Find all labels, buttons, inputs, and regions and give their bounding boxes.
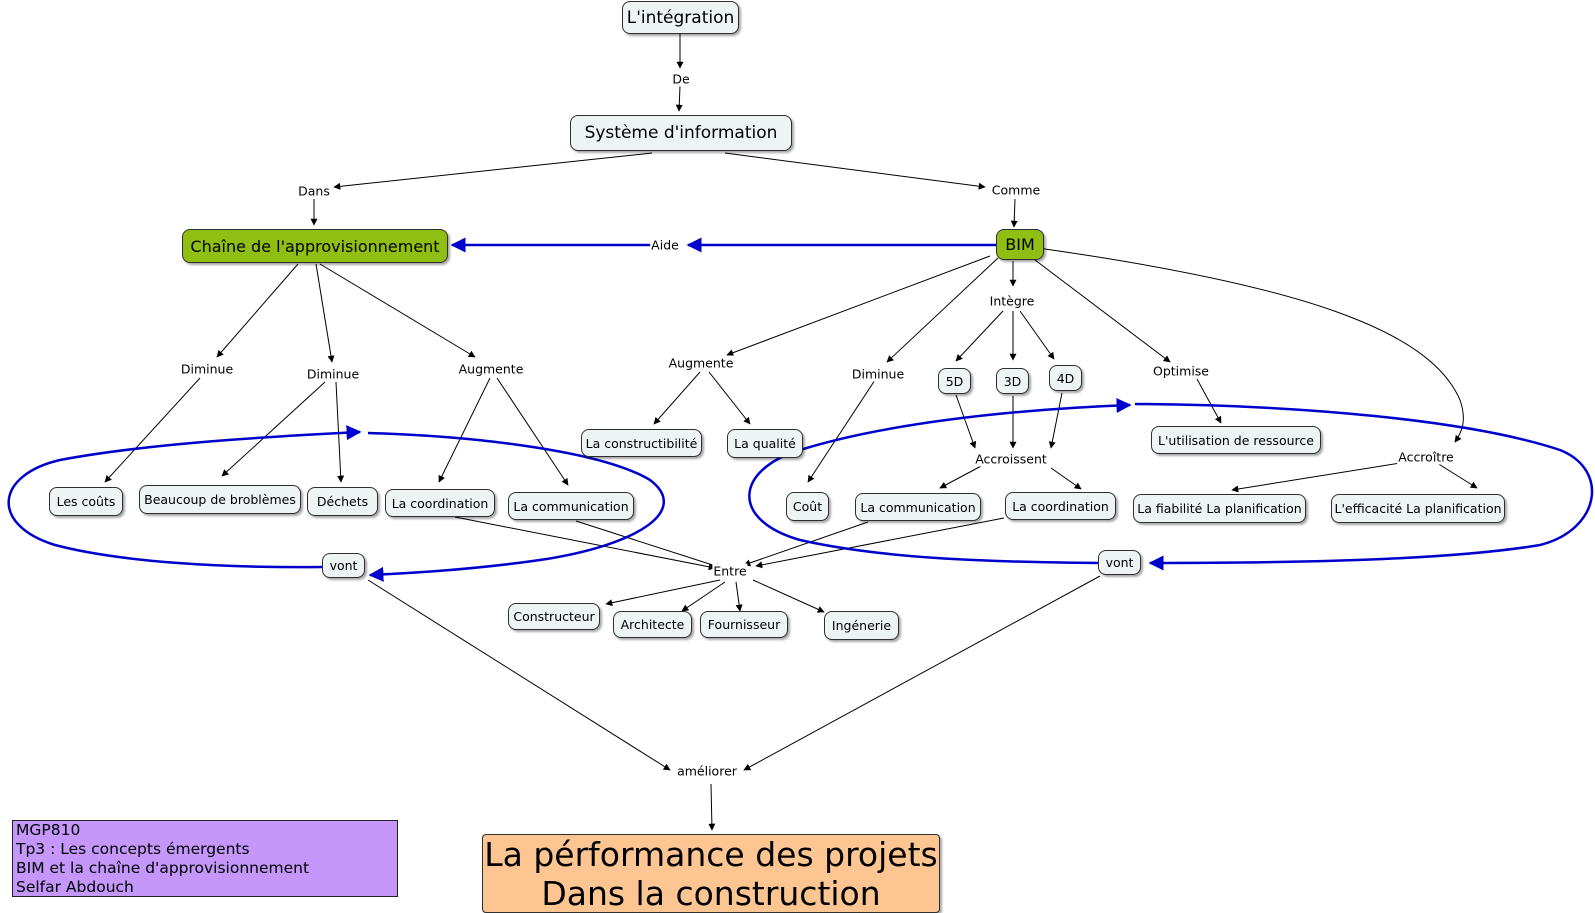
concept-efficacite-planification[interactable]: L'efficacité La planification bbox=[1331, 494, 1505, 523]
arrow-bim-optimise bbox=[1034, 259, 1171, 363]
concept-3d[interactable]: 3D bbox=[996, 368, 1029, 394]
arrow-communication2-entre bbox=[743, 521, 869, 567]
performance-line-2: Dans la construction bbox=[541, 873, 881, 913]
concept-qualite[interactable]: La qualité bbox=[727, 429, 803, 458]
arrow-coordination1-entre bbox=[454, 516, 716, 571]
arrow-entre-fournisseur bbox=[735, 581, 743, 612]
arrow-accroissent-communication2 bbox=[939, 463, 986, 489]
arrow-diminue1-couts bbox=[104, 377, 201, 483]
link-diminue-1: Diminue bbox=[179, 361, 235, 377]
link-accroissent: Accroissent bbox=[974, 451, 1048, 467]
arrow-augmente2-constructibilite bbox=[653, 371, 701, 425]
concept-coordination-2[interactable]: La coordination bbox=[1005, 492, 1116, 520]
arrow-comme-bim bbox=[1010, 198, 1018, 228]
arrow-chaine-augmente1 bbox=[319, 263, 476, 358]
performance-line-1: La pérformance des projets bbox=[484, 834, 938, 874]
link-augmente-1: Augmente bbox=[457, 361, 525, 377]
blue-loop-left-to-vont bbox=[367, 431, 665, 582]
link-diminue-3: Diminue bbox=[850, 366, 906, 382]
link-ameliorer: améliorer bbox=[676, 763, 738, 779]
concept-fournisseur[interactable]: Fournisseur bbox=[700, 611, 788, 638]
arrow-accroitre-fiabilite bbox=[1231, 462, 1401, 493]
link-entre: Entre bbox=[712, 563, 748, 579]
link-comme: Comme bbox=[990, 182, 1042, 198]
arrow-coordination2-entre bbox=[755, 517, 1005, 569]
arrow-entre-constructeur bbox=[605, 579, 721, 607]
concept-5d[interactable]: 5D bbox=[938, 368, 971, 394]
info-line-1: MGP810 bbox=[16, 821, 81, 839]
blue-loop-vont-to-left bbox=[7, 425, 362, 569]
concept-utilisation-ressource[interactable]: L'utilisation de ressource bbox=[1151, 426, 1321, 454]
concept-ingenerie[interactable]: Ingénerie bbox=[824, 611, 899, 640]
arrow-bim-diminue3 bbox=[886, 257, 999, 363]
arrow-5d-accroissent bbox=[955, 394, 977, 449]
link-de: De bbox=[671, 71, 691, 87]
concept-systeme-information[interactable]: Système d'information bbox=[570, 115, 792, 151]
concept-4d[interactable]: 4D bbox=[1049, 365, 1082, 391]
concept-bim[interactable]: BIM bbox=[996, 229, 1044, 260]
concept-communication-2[interactable]: La communication bbox=[855, 493, 981, 521]
arrow-augmente1-communication bbox=[496, 377, 569, 486]
arrow-diminue2-problemes bbox=[221, 381, 326, 477]
concept-communication-1[interactable]: La communication bbox=[508, 492, 634, 520]
concept-coordination-1[interactable]: La coordination bbox=[385, 489, 495, 517]
info-line-2: Tp3 : Les concepts émergents bbox=[16, 840, 250, 858]
arrow-bim-augmente2 bbox=[726, 255, 991, 357]
arrow-4d-accroissent bbox=[1048, 392, 1063, 449]
course-info-box: MGP810 Tp3 : Les concepts émergents BIM … bbox=[12, 820, 398, 897]
arrow-systeme-dans bbox=[333, 152, 653, 190]
arrow-augmente1-coordination bbox=[438, 377, 491, 483]
arrow-systeme-comme bbox=[724, 152, 986, 190]
concept-dechets[interactable]: Déchets bbox=[307, 487, 378, 516]
concept-fiabilite-planification[interactable]: La fiabilité La planification bbox=[1133, 494, 1306, 523]
arrow-ameliorer-performance bbox=[708, 783, 716, 831]
arrow-chaine-diminue2 bbox=[315, 263, 335, 363]
concept-chaine-approvisionnement[interactable]: Chaîne de l'approvisionnement bbox=[182, 229, 448, 263]
arrow-entre-architecte bbox=[681, 581, 726, 612]
link-diminue-2: Diminue bbox=[305, 366, 361, 382]
arrow-chaine-diminue1 bbox=[216, 263, 299, 358]
concept-cout[interactable]: Coût bbox=[786, 492, 829, 521]
arrow-communication1-entre bbox=[575, 520, 723, 570]
info-line-3: BIM et la chaîne d'approvisionnement bbox=[16, 859, 310, 877]
link-integre: Intègre bbox=[988, 293, 1036, 309]
concept-constructeur[interactable]: Constructeur bbox=[508, 603, 600, 630]
info-line-4: Selfar Abdouch bbox=[16, 878, 134, 896]
blue-loop-vont-to-right bbox=[748, 398, 1132, 565]
arrow-augmente2-qualite bbox=[708, 371, 751, 425]
arrow-de-systeme bbox=[675, 85, 683, 112]
link-dans: Dans bbox=[297, 183, 331, 199]
arrow-entre-ingenerie bbox=[752, 579, 825, 613]
concept-vont-left[interactable]: vont bbox=[322, 553, 365, 578]
blue-loop-right-to-vont bbox=[1134, 402, 1594, 571]
concept-vont-right[interactable]: vont bbox=[1098, 550, 1141, 575]
link-aide: Aide bbox=[650, 237, 680, 253]
arrow-vont2-ameliorer bbox=[743, 575, 1101, 771]
concept-performance-projets[interactable]: La pérformance des projets Dans la const… bbox=[482, 834, 940, 913]
concept-beaucoup-problemes[interactable]: Beaucoup de broblèmes bbox=[139, 485, 301, 514]
concept-les-couts[interactable]: Les coûts bbox=[49, 487, 123, 516]
link-accroitre: Accroître bbox=[1397, 449, 1455, 465]
arrow-accroissent-coordination2 bbox=[1050, 467, 1082, 490]
arrow-vont1-ameliorer bbox=[367, 579, 671, 771]
link-optimise: Optimise bbox=[1152, 363, 1210, 379]
concept-architecte[interactable]: Architecte bbox=[613, 611, 692, 638]
link-augmente-2: Augmente bbox=[667, 355, 735, 371]
arrow-integre-5d bbox=[955, 310, 1004, 362]
arrow-bim-accroitre bbox=[1037, 247, 1464, 443]
concept-integration[interactable]: L'intégration bbox=[622, 1, 739, 34]
concept-constructibilite[interactable]: La constructibilité bbox=[581, 429, 702, 457]
arrow-diminue3-cout bbox=[807, 379, 876, 483]
arrow-optimise-ressource bbox=[1196, 378, 1222, 424]
arrow-integre-4d bbox=[1019, 310, 1055, 360]
arrow-accroitre-efficacite bbox=[1436, 462, 1478, 489]
